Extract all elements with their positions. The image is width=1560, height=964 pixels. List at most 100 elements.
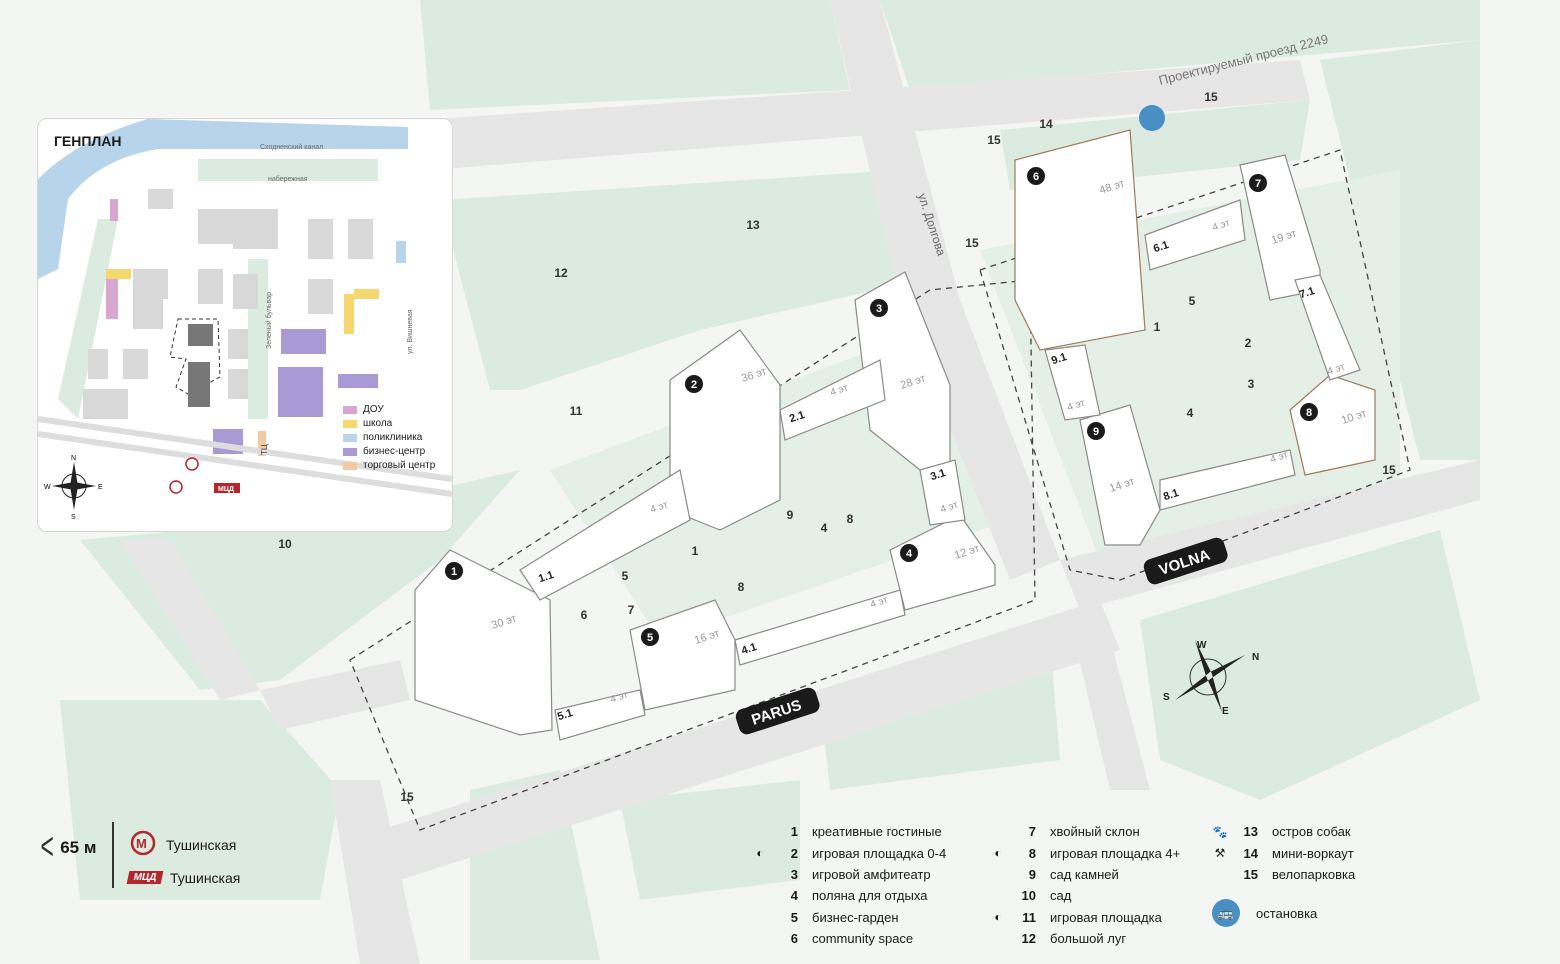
legend-number: 7 <box>1028 824 1036 840</box>
section-floors: 4 эт <box>1269 450 1290 466</box>
building-marker[interactable] <box>870 299 888 317</box>
mall-label: ТЦ <box>260 444 269 455</box>
mcd-icon: МЦД <box>126 871 164 884</box>
section-floors: 4 эт <box>609 690 630 706</box>
legend-number: 4 <box>790 888 798 904</box>
inset-legend-label: торговый центр <box>363 460 436 471</box>
color-swatch <box>343 406 357 414</box>
legend-label: сад камней <box>1050 866 1119 882</box>
station-name: Тушинская <box>166 836 237 853</box>
area-marker: 6 <box>581 608 588 622</box>
section-floors: 4 эт <box>649 500 670 516</box>
building-marker[interactable] <box>1300 403 1318 421</box>
legend-label: игровая площадка 4+ <box>1050 845 1181 861</box>
inset-legend-item: торговый центр <box>343 459 435 473</box>
section-floors: 4 эт <box>1066 398 1087 414</box>
area-marker: 10 <box>278 537 292 551</box>
ball-icon: ◐ <box>994 910 1002 925</box>
area-marker: 13 <box>746 218 760 232</box>
legend-label: креативные гостиные <box>812 824 942 840</box>
area-marker: 15 <box>1382 463 1396 477</box>
building-number: 3 <box>876 303 882 315</box>
building-number: 9 <box>1093 426 1099 438</box>
legend-number: 12 <box>1021 931 1036 947</box>
genplan-map: Сходненский канал набережная Зеленый бул… <box>38 119 452 521</box>
area-marker: 4 <box>821 521 828 535</box>
legend-number: 1 <box>790 824 798 840</box>
legend-number: 2 <box>790 845 798 861</box>
area-marker: 14 <box>1039 117 1053 131</box>
inset-title: ГЕНПЛАН <box>54 133 122 149</box>
bus-stop-icon[interactable] <box>1139 105 1165 131</box>
svg-text:N: N <box>71 455 76 462</box>
section-number: 5.1 <box>556 707 574 723</box>
section-number: 4.1 <box>740 641 758 657</box>
legend-number: 11 <box>1022 909 1036 925</box>
area-marker: 8 <box>738 580 745 594</box>
mcd-icon <box>214 483 240 493</box>
street-label: ул. Вишневая <box>407 309 414 354</box>
legend-number: 5 <box>790 909 798 925</box>
compass-w: W <box>1197 640 1207 651</box>
legend-label: бизнес-гарден <box>812 909 899 925</box>
legend-number: 10 <box>1021 888 1036 904</box>
building-marker[interactable] <box>900 544 918 562</box>
section-number: 1.1 <box>537 569 555 585</box>
svg-text:М: М <box>136 836 147 851</box>
area-marker: 4 <box>1187 406 1194 420</box>
compass-icon: N S W E <box>44 455 103 521</box>
legend-number: 8 <box>1028 845 1036 861</box>
section-floors: 4 эт <box>1211 218 1232 234</box>
legend-label: сад <box>1050 888 1072 904</box>
legend-label: мини-воркаут <box>1272 845 1354 861</box>
building-number: 4 <box>906 548 913 560</box>
station-metro: М Тушинская <box>128 828 240 861</box>
color-swatch <box>343 448 357 456</box>
legend-label: большой луг <box>1050 931 1127 947</box>
legend-label: остров собак <box>1272 824 1351 840</box>
mcd-label: МЦД <box>218 486 234 493</box>
legend-item: 10 сад <box>990 885 1180 906</box>
area-marker: 1 <box>692 544 699 558</box>
legend-item: 7 хвойный склон <box>990 821 1180 842</box>
scale-bar: < 65 м <box>36 826 96 869</box>
area-marker: 15 <box>965 236 979 250</box>
legend-number: 14 <box>1243 845 1258 861</box>
metro-icon: М <box>128 830 158 860</box>
divider <box>112 822 114 888</box>
legend-label: игровая площадка 0-4 <box>812 845 947 861</box>
volna-badge <box>1143 537 1228 585</box>
area-marker: 9 <box>787 508 794 522</box>
svg-text:E: E <box>98 484 103 491</box>
legend-label: хвойный склон <box>1050 824 1140 840</box>
area-marker: 3 <box>1248 377 1255 391</box>
metro-icon <box>169 457 199 494</box>
inset-legend-item: школа <box>343 417 435 431</box>
volna-boundary <box>979 149 1411 581</box>
chevron-left-icon: < <box>40 826 54 868</box>
area-marker: 5 <box>622 569 629 583</box>
section-floors: 4 эт <box>939 500 960 516</box>
building-marker[interactable] <box>1249 174 1267 192</box>
building-marker[interactable] <box>445 562 463 580</box>
building-marker[interactable] <box>1027 167 1045 185</box>
building-number: 2 <box>691 379 697 391</box>
building-marker[interactable] <box>641 628 659 646</box>
area-marker: 12 <box>554 266 568 280</box>
inset-legend-item: ДОУ <box>343 403 435 417</box>
section-number: 8.1 <box>1162 487 1180 503</box>
svg-text:W: W <box>44 484 51 491</box>
area-marker: 15 <box>1204 90 1218 104</box>
building-marker[interactable] <box>1087 422 1105 440</box>
compass-s: S <box>1163 692 1170 703</box>
building-marker[interactable] <box>685 375 703 393</box>
